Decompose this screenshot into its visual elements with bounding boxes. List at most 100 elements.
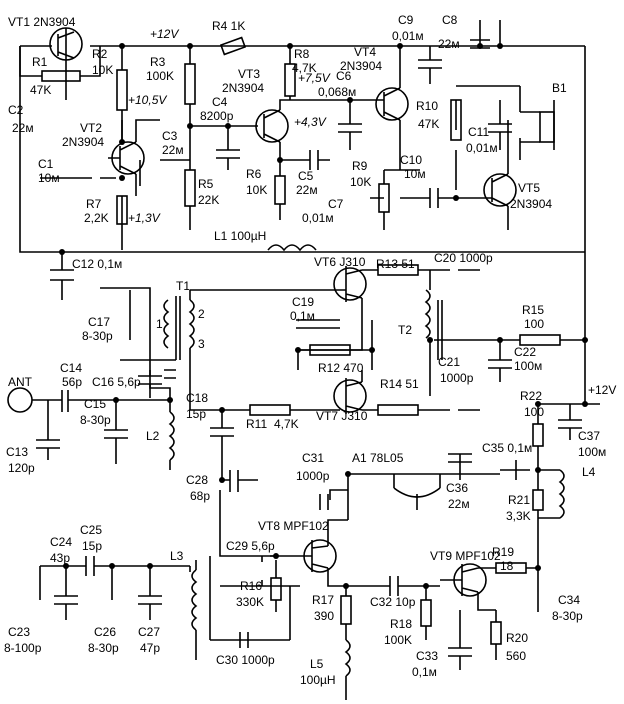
label-c2a: C2 xyxy=(8,103,24,117)
label-l5a: L5 xyxy=(310,657,324,671)
label-c3a: C3 xyxy=(162,129,178,143)
label-b1: B1 xyxy=(552,81,567,95)
label-c28b: 68p xyxy=(190,489,210,503)
label-vt2a: VT2 xyxy=(80,121,102,135)
label-c16: C16 5,6p xyxy=(92,375,141,389)
junction-dots xyxy=(59,43,588,589)
label-r15b: 100 xyxy=(524,317,544,331)
label-r5a: R5 xyxy=(198,177,214,191)
label-c33b: 0,1м xyxy=(412,665,437,679)
label-c26a: C26 xyxy=(94,625,116,639)
resistor-r18 xyxy=(420,599,432,627)
label-vt9: VT9 MPF102 xyxy=(430,549,501,563)
label-c10a: C10 xyxy=(400,153,422,167)
label-c4a: C4 xyxy=(212,95,228,109)
label-l2: L2 xyxy=(146,429,160,443)
resistor-r8 xyxy=(284,63,296,97)
label-c19b: 0,1м xyxy=(290,309,315,323)
label-vt5b: 2N3904 xyxy=(510,197,552,211)
label-r4: R4 1K xyxy=(212,19,245,33)
resistor-r14 xyxy=(377,404,419,416)
label-c28a: C28 xyxy=(186,473,208,487)
label-c37b: 100м xyxy=(578,445,606,459)
label-r8b: 4,7K xyxy=(292,61,317,75)
resistor-r22 xyxy=(532,423,544,447)
label-r19b: 18 xyxy=(500,559,514,573)
label-c18a: C18 xyxy=(186,391,208,405)
label-c18b: 15p xyxy=(186,407,206,421)
label-v13: +1,3V xyxy=(128,211,161,225)
label-v43: +4,3V xyxy=(294,115,327,129)
label-c11a: C11 xyxy=(468,125,489,139)
label-r16a: R16 xyxy=(240,579,262,593)
label-r22b: 100 xyxy=(524,405,544,419)
label-c13b: 120p xyxy=(8,461,35,475)
label-c22a: C22 xyxy=(514,345,536,359)
resistor-r10 xyxy=(450,99,462,141)
label-vt3b: 2N3904 xyxy=(222,81,264,95)
label-c25a: C25 xyxy=(80,523,102,537)
label-c33a: C33 xyxy=(416,649,438,663)
label-r7a: R7 xyxy=(86,197,102,211)
label-c31b: 1000p xyxy=(296,469,330,483)
label-r10a: R10 xyxy=(416,99,438,113)
label-r11b: 4,7K xyxy=(274,417,299,431)
label-r14: R14 51 xyxy=(380,377,419,391)
resistor-r17 xyxy=(340,595,352,625)
label-c14a: C14 xyxy=(60,361,82,375)
label-c37a: C37 xyxy=(578,429,600,443)
resistor-r5 xyxy=(184,169,196,207)
label-c7a: C7 xyxy=(328,197,344,211)
label-r9a: R9 xyxy=(352,159,368,173)
label-c23a: C23 xyxy=(8,625,30,639)
label-t1p3: 3 xyxy=(198,337,205,351)
label-c9b: 0,01м xyxy=(392,29,424,43)
label-r20b: 560 xyxy=(506,649,526,663)
label-c15b: 8-30p xyxy=(80,413,111,427)
label-t1p1: 1 xyxy=(156,317,163,331)
label-vt8: VT8 MPF102 xyxy=(258,519,329,533)
label-c6b: 0,068м xyxy=(318,85,356,99)
label-c27b: 47p xyxy=(140,641,160,655)
label-r22a: R22 xyxy=(520,389,542,403)
label-vt3a: VT3 xyxy=(238,67,260,81)
label-c3b: 22м xyxy=(162,143,184,157)
label-r8a: R8 xyxy=(294,47,310,61)
label-c2b: 22м xyxy=(12,121,34,135)
label-vt2b: 2N3904 xyxy=(62,135,104,149)
label-plus12r: +12V xyxy=(588,383,616,397)
label-r1b: 47K xyxy=(30,83,51,97)
label-c20: C20 1000p xyxy=(434,251,493,265)
label-c8a: C8 xyxy=(442,13,458,27)
label-v105: +10,5V xyxy=(128,93,167,107)
label-r21a: R21 xyxy=(508,493,530,507)
circuit-wiring xyxy=(7,20,600,700)
label-r17a: R17 xyxy=(312,593,334,607)
label-c31a: C31 xyxy=(302,451,324,465)
label-t1p2: 2 xyxy=(198,307,205,321)
label-r20a: R20 xyxy=(506,631,528,645)
resistor-r12 xyxy=(309,344,351,356)
label-r3a: R3 xyxy=(150,55,166,69)
label-c11b: 0,01м xyxy=(466,141,498,155)
label-c27a: C27 xyxy=(138,625,160,639)
resistor-r15 xyxy=(519,334,561,346)
label-vt7: VT7 J310 xyxy=(316,409,368,423)
label-c4b: 8200p xyxy=(200,109,234,123)
label-c1b: 10м xyxy=(38,171,60,185)
label-l5b: 100µH xyxy=(300,673,336,687)
label-r6a: R6 xyxy=(246,167,262,181)
label-c10b: 10м xyxy=(404,167,426,181)
label-c9a: C9 xyxy=(398,13,414,27)
label-l1: L1 100µH xyxy=(214,229,266,243)
component-symbols xyxy=(41,36,561,645)
label-vt5a: VT5 xyxy=(518,181,540,195)
label-c35: C35 0,1м xyxy=(482,441,532,455)
label-vt1: VT1 2N3904 xyxy=(8,15,76,29)
label-c17b: 8-30p xyxy=(82,329,113,343)
resistor-r6 xyxy=(274,175,286,205)
resistor-r19 xyxy=(495,562,527,574)
label-c5a: C5 xyxy=(298,169,314,183)
